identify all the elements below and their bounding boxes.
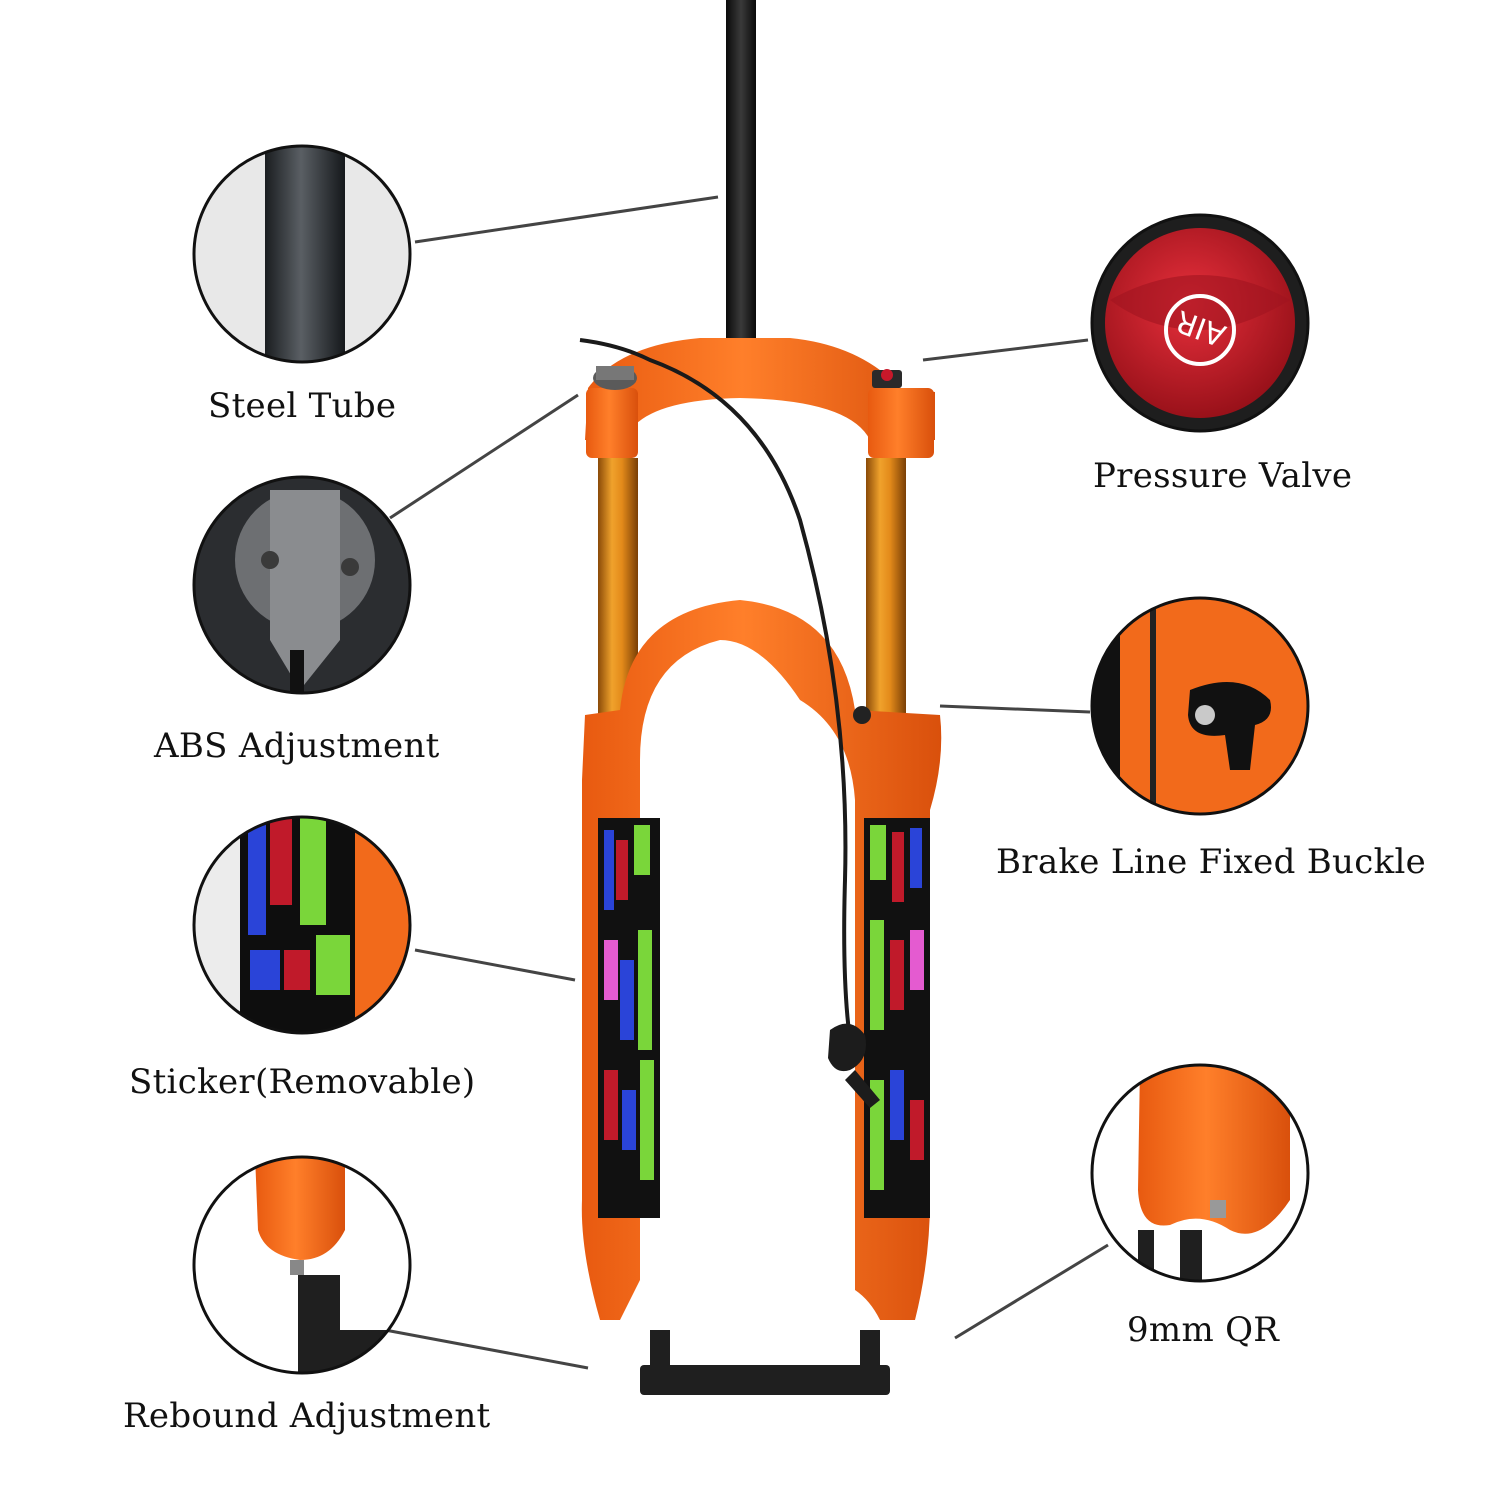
axle-stand (640, 1365, 890, 1395)
abs-adjustment-detail (192, 475, 412, 695)
rebound-adjustment-detail (192, 1155, 412, 1375)
steerer-tube (726, 0, 756, 340)
abs-adjustment-label: ABS Adjustment (154, 726, 440, 766)
pressure-valve-detail: AIR (1090, 213, 1310, 433)
connector-lines (384, 195, 1109, 1370)
right-stanchion (866, 458, 906, 718)
brake-buckle (853, 706, 871, 724)
qr-label: 9mm QR (1127, 1310, 1280, 1350)
fork (579, 0, 942, 1395)
qr-detail (1090, 1063, 1310, 1283)
crown (585, 338, 935, 440)
brake-line-buckle-detail (1090, 596, 1310, 816)
sticker-label: Sticker(Removable) (129, 1062, 476, 1102)
brake-line-buckle-label: Brake Line Fixed Buckle (996, 842, 1427, 882)
pressure-valve-label: Pressure Valve (1093, 456, 1353, 496)
remote-lever (828, 1023, 880, 1108)
sticker-detail (192, 815, 412, 1035)
left-sticker (598, 818, 660, 1218)
steel-tube-label: Steel Tube (208, 386, 397, 426)
steel-tube-detail (192, 144, 412, 364)
rebound-adjustment-label: Rebound Adjustment (123, 1396, 491, 1436)
remote-cable (579, 338, 852, 1041)
right-sticker (864, 818, 930, 1218)
